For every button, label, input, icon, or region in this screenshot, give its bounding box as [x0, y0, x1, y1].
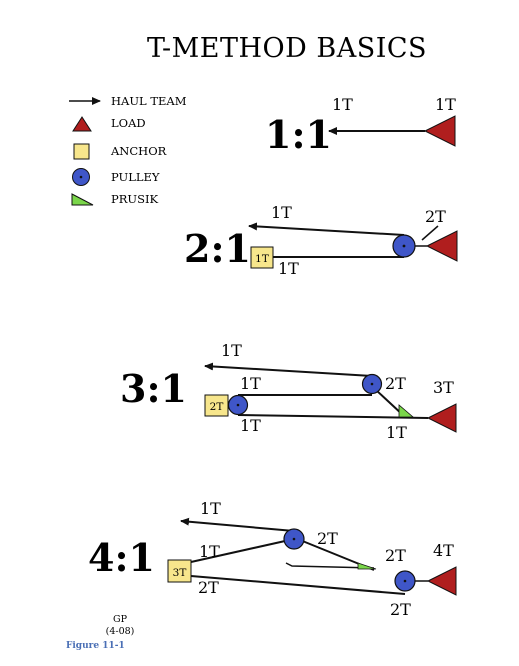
force-label-anchor: 2T	[210, 401, 224, 413]
legend-label-prusik: PRUSIK	[111, 192, 159, 206]
ratio-label-1-1: 1:1	[265, 112, 332, 157]
figure-caption: Figure 11-1	[66, 641, 125, 651]
force-label-haul: 1T	[200, 499, 221, 518]
legend: HAUL TEAM LOAD ANCHOR PULLEY PRUSIK	[69, 94, 187, 206]
legend-label-load: LOAD	[111, 116, 146, 130]
force-pointer	[421, 225, 439, 241]
square-icon	[73, 143, 90, 160]
force-label-load: 4T	[433, 541, 454, 560]
force-label-pulley: 2T	[317, 529, 338, 548]
force-label-anchor: 1T	[255, 253, 269, 265]
force-label-prusik: 2T	[385, 546, 406, 565]
upper-rope	[190, 538, 295, 563]
force-label-load: 3T	[433, 378, 454, 397]
system-4-1: 4:1 3T 1T 2T 1T 2T 2T 2T 4T	[88, 499, 457, 619]
haul-rope	[180, 517, 295, 532]
system-2-1: 2:1 1T 1T 1T 2T	[184, 203, 458, 278]
prusik-wedge	[357, 562, 377, 570]
upper-pulley-center	[292, 537, 296, 541]
load-triangle	[423, 115, 456, 147]
load-pulley-center	[403, 579, 407, 583]
pulley-center	[402, 244, 406, 248]
force-label-prusik: 1T	[386, 423, 407, 442]
force-label-middle: 1T	[199, 542, 220, 561]
page-title: T-METHOD BASICS	[147, 33, 427, 64]
traveling-pulley-center	[370, 382, 374, 386]
force-label-load: 1T	[435, 95, 456, 114]
force-label-haul: 1T	[271, 203, 292, 222]
load-triangle	[425, 230, 458, 262]
legend-label-pulley: PULLEY	[111, 170, 160, 184]
prusik-wedge	[398, 404, 415, 418]
force-label-pulley: 2T	[385, 374, 406, 393]
ratio-label-2-1: 2:1	[184, 226, 251, 271]
force-label-bottom: 2T	[390, 600, 411, 619]
legend-label-haul-team: HAUL TEAM	[111, 94, 187, 108]
force-label-lower: 2T	[198, 578, 219, 597]
haul-rope	[204, 362, 373, 377]
ratio-label-4-1: 4:1	[88, 535, 155, 580]
force-label-haul: 1T	[221, 341, 242, 360]
force-label-bottom: 1T	[278, 259, 299, 278]
legend-label-anchor: ANCHOR	[110, 144, 167, 158]
system-3-1: 3:1 2T 1T 1T 2T 1T 1T 3T	[120, 341, 457, 442]
wedge-icon	[71, 193, 94, 206]
signature-initials: GP	[113, 614, 128, 625]
ratio-label-3-1: 3:1	[120, 366, 187, 411]
system-1-1: 1:1 1T 1T	[265, 95, 456, 157]
circle-icon-center	[79, 175, 83, 179]
force-label-upper: 1T	[240, 374, 261, 393]
force-label-lower: 1T	[240, 416, 261, 435]
load-triangle	[426, 566, 457, 596]
force-label-haul: 1T	[332, 95, 353, 114]
anchor-box	[167, 559, 192, 583]
lower-rope	[237, 414, 429, 419]
pulley-rope	[285, 562, 375, 569]
force-label-load: 2T	[425, 207, 446, 226]
lower-rope	[190, 575, 406, 595]
force-label-anchor: 3T	[173, 567, 187, 579]
load-triangle	[426, 403, 457, 433]
anchor-pulley-center	[236, 403, 240, 407]
haul-rope	[248, 222, 405, 236]
signature-date: (4-08)	[106, 626, 135, 637]
triangle-icon	[72, 116, 92, 132]
anchor-box	[250, 246, 274, 269]
